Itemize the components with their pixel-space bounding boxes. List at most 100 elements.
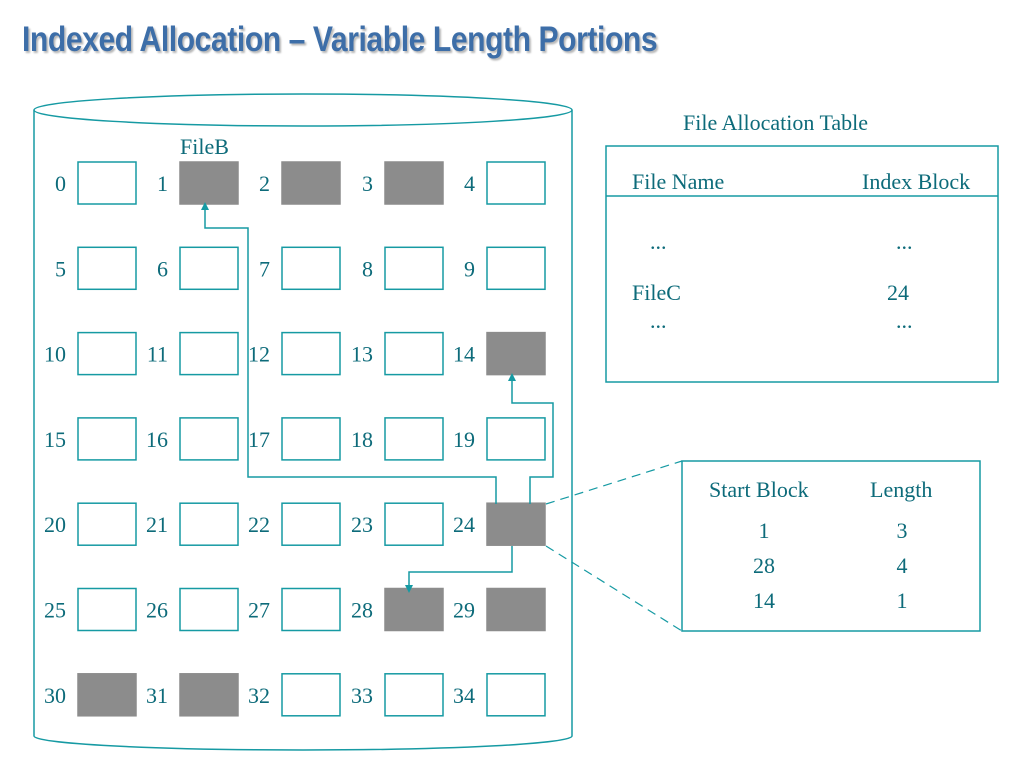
disk-block-9: 9 (464, 246, 546, 291)
block-box (384, 161, 444, 205)
index-table-box (681, 460, 981, 632)
disk-block-28: 28 (351, 587, 444, 632)
fat-index-block: ... (896, 308, 913, 333)
block-box (281, 673, 341, 717)
block-box (486, 331, 546, 376)
col-length: Length (870, 477, 932, 502)
disk-block-30: 30 (44, 673, 137, 717)
pointer-to-block-1 (201, 202, 497, 504)
slide-title: Indexed Allocation – Variable Length Por… (22, 20, 658, 59)
block-box (384, 246, 444, 291)
block-box (179, 673, 239, 717)
block-number: 13 (351, 342, 373, 367)
fat-row: ...... (650, 229, 913, 254)
block-number: 5 (55, 256, 66, 281)
disk-top (33, 93, 573, 127)
fat-box (605, 145, 999, 383)
block-box (179, 331, 239, 376)
disk-body (33, 110, 573, 751)
block-box (179, 587, 239, 632)
block-number: 22 (248, 512, 270, 537)
block-number: 32 (248, 683, 270, 708)
disk-block-23: 23 (351, 502, 444, 546)
block-number: 23 (351, 512, 373, 537)
block-number: 12 (248, 342, 270, 367)
disk-block-33: 33 (351, 673, 444, 717)
fat-index-block: 24 (887, 280, 909, 305)
block-number: 10 (44, 342, 66, 367)
disk-block-11: 11 (147, 331, 239, 376)
callout-line-bottom (545, 545, 683, 632)
disk-block-0: 0 (55, 161, 137, 205)
block-number: 7 (259, 256, 270, 281)
disk-block-7: 7 (259, 246, 341, 291)
disk-block-6: 6 (157, 246, 239, 291)
block-number: 24 (453, 512, 475, 537)
block-box (486, 161, 546, 205)
block-number: 19 (453, 427, 475, 452)
block-box (77, 502, 137, 546)
block-box (384, 587, 444, 632)
block-box (77, 331, 137, 376)
disk-block-15: 15 (44, 417, 137, 461)
block-box (179, 502, 239, 546)
block-number: 25 (44, 598, 66, 623)
block-box (486, 246, 546, 291)
col-start-block: Start Block (709, 477, 809, 502)
block-number: 33 (351, 683, 373, 708)
block-number: 29 (453, 598, 475, 623)
block-box (281, 587, 341, 632)
block-box (281, 161, 341, 205)
col-index-block: Index Block (862, 169, 970, 194)
block-number: 31 (146, 683, 168, 708)
disk-block-17: 17 (248, 417, 341, 461)
block-box (281, 502, 341, 546)
disk-block-31: 31 (146, 673, 239, 717)
block-number: 21 (146, 512, 168, 537)
block-box (179, 246, 239, 291)
block-number: 2 (259, 171, 270, 196)
block-number: 14 (453, 342, 475, 367)
block-number: 6 (157, 256, 168, 281)
file-allocation-table: File Allocation Table File Name Index Bl… (605, 110, 999, 383)
block-box (77, 246, 137, 291)
fat-index-block: ... (896, 229, 913, 254)
block-number: 15 (44, 427, 66, 452)
index-length-value: 3 (897, 518, 908, 543)
disk-block-19: 19 (453, 417, 546, 461)
disk-block-20: 20 (44, 502, 137, 546)
block-box (179, 417, 239, 461)
block-box (77, 161, 137, 205)
index-length-value: 1 (897, 588, 908, 613)
block-box (281, 417, 341, 461)
block-box (486, 417, 546, 461)
block-box (384, 502, 444, 546)
disk-block-25: 25 (44, 587, 137, 632)
disk-block-21: 21 (146, 502, 239, 546)
index-row: 14 1 (753, 588, 908, 613)
disk-block-1: 1 (157, 161, 239, 205)
index-length-value: 4 (897, 553, 908, 578)
block-number: 18 (351, 427, 373, 452)
disk-block-12: 12 (248, 331, 341, 376)
block-number: 17 (248, 427, 270, 452)
disk-block-18: 18 (351, 417, 444, 461)
fat-title: File Allocation Table (683, 110, 868, 135)
index-start-value: 14 (753, 588, 775, 613)
disk-block-13: 13 (351, 331, 444, 376)
block-number: 34 (453, 683, 475, 708)
fat-file-name: ... (650, 308, 667, 333)
block-box (384, 673, 444, 717)
disk-block-22: 22 (248, 502, 341, 546)
disk-block-24: 24 (453, 502, 546, 546)
disk-block-16: 16 (146, 417, 239, 461)
block-number: 16 (146, 427, 168, 452)
block-number: 28 (351, 598, 373, 623)
